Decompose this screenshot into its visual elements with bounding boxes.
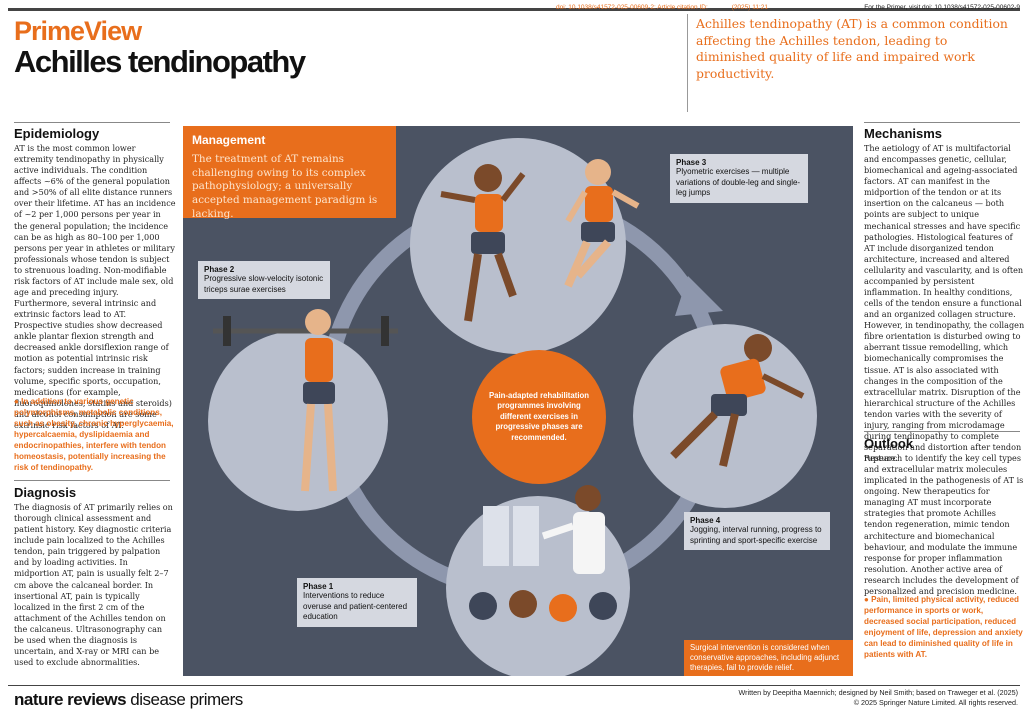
journal-logo: nature reviews disease primers <box>14 690 243 710</box>
squat-figure <box>213 309 398 492</box>
phase2-box: Phase 2 Progressive slow-velocity isoton… <box>198 261 330 300</box>
phase4-text: Jogging, interval running, progress to s… <box>690 525 822 545</box>
phase3-jumpers-image <box>410 138 626 354</box>
phase3-box: Phase 3 Plyometric exercises — multiple … <box>670 154 808 203</box>
header-divider <box>687 14 688 112</box>
epidemiology-body: AT is the most common lower extremity te… <box>14 143 176 430</box>
center-recommendation: Pain-adapted rehabilitation programmes i… <box>472 350 606 484</box>
mechanisms-heading: Mechanisms <box>864 126 943 141</box>
doi-left-text: doi: 10.1038/s41572-025-00609-2; Article… <box>556 4 708 11</box>
epidemiology-highlight-text: In addition to various genetic polymorph… <box>14 397 174 473</box>
surgery-note: Surgical intervention is considered when… <box>684 640 853 676</box>
epidemiology-heading: Epidemiology <box>14 126 100 141</box>
credit-authors: Written by Deepitha Maennich; designed b… <box>738 688 1018 697</box>
phase2-squat-image <box>208 331 388 511</box>
outlook-heading: Outlook <box>864 436 914 451</box>
mechanisms-rule <box>864 122 1020 123</box>
journal-logo-bold: nature reviews <box>14 690 127 709</box>
bullet-icon: ● <box>864 595 872 604</box>
footer-rule <box>8 685 1020 686</box>
phase1-box: Phase 1 Interventions to reduce overuse … <box>297 578 417 627</box>
primer-doi-link[interactable]: For the Primer, visit doi: 10.1038/s4157… <box>864 4 1020 11</box>
phase2-text: Progressive slow-velocity isotonic trice… <box>204 274 324 294</box>
top-rule <box>8 8 1020 11</box>
diagnosis-heading: Diagnosis <box>14 485 77 500</box>
diagnosis-rule <box>14 480 170 481</box>
phase3-label: Phase 3 <box>676 158 707 167</box>
outlook-highlight-text: Pain, limited physical activity, reduced… <box>864 595 1023 660</box>
cycle-arrow-icon <box>675 276 723 316</box>
credit-copyright: © 2025 Springer Nature Limited. All righ… <box>853 698 1018 708</box>
center-recommendation-text: Pain-adapted rehabilitation programmes i… <box>488 390 590 442</box>
phase4-label: Phase 4 <box>690 516 721 525</box>
outlook-body: Research to identify the key cell types … <box>864 453 1024 596</box>
xray-panels <box>483 506 539 566</box>
management-body: The treatment of AT remains challenging … <box>192 153 378 220</box>
outlook-highlight: ● Pain, limited physical activity, reduc… <box>864 594 1024 660</box>
epidemiology-highlight: ● In addition to various genetic polymor… <box>14 396 174 474</box>
management-box: Management The treatment of AT remains c… <box>183 126 396 220</box>
brand-primeview: PrimeView <box>14 16 142 46</box>
management-heading: Management <box>192 133 266 147</box>
journal-logo-light: disease primers <box>126 690 243 709</box>
bullet-icon: ● <box>14 397 22 406</box>
epidemiology-rule <box>14 122 170 123</box>
clinician-figure <box>541 485 605 574</box>
credits: Written by Deepitha Maennich; designed b… <box>738 688 1018 709</box>
page-title: Achilles tendinopathy <box>14 44 306 79</box>
citation-year: (2025) 11:21 <box>731 4 768 11</box>
phase4-box: Phase 4 Jogging, interval running, progr… <box>684 512 830 551</box>
doi-citation: doi: 10.1038/s41572-025-00609-2; Article… <box>556 4 768 11</box>
outlook-rule <box>864 431 1020 432</box>
runner-figure <box>670 334 805 467</box>
phase2-label: Phase 2 <box>204 265 235 274</box>
audience-heads <box>469 590 617 622</box>
lead-summary: Achilles tendinopathy (AT) is a common c… <box>696 16 1008 82</box>
jumper-figure-left <box>440 164 526 322</box>
rehab-cycle-illustration <box>208 138 817 676</box>
jumper-figure-right <box>564 159 640 288</box>
phase1-label: Phase 1 <box>303 582 334 591</box>
diagnosis-body: The diagnosis of AT primarily relies on … <box>14 502 173 668</box>
phase3-text: Plyometric exercises — multiple variatio… <box>676 167 801 198</box>
phase1-text: Interventions to reduce overuse and pati… <box>303 591 408 622</box>
mechanisms-body: The aetiology of AT is multifactorial an… <box>864 143 1025 464</box>
